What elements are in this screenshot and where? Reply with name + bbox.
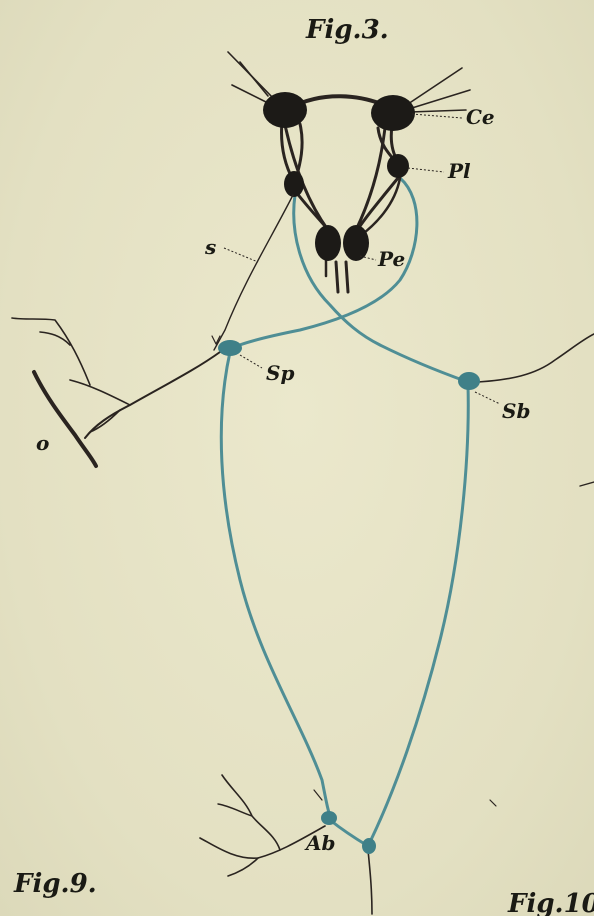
left-pedal-ganglion <box>315 225 341 261</box>
fig10-fragment <box>580 482 594 486</box>
subintestinal-ganglion <box>458 372 480 390</box>
visceral-nerve-loop <box>221 178 468 846</box>
leader-s <box>224 248 258 262</box>
leader-sb <box>475 392 500 404</box>
abdominal-nerves <box>200 775 496 914</box>
figure-10-title: Fig.10 <box>507 889 594 916</box>
right-pleural-ganglion <box>387 154 409 178</box>
supraintestinal-ganglion <box>218 340 242 356</box>
figure-3-title: Fig.3. <box>305 15 389 45</box>
left-cerebral-ganglion <box>263 92 307 128</box>
right-cerebral-ganglion <box>371 95 415 131</box>
label-pl: Pl <box>447 159 471 183</box>
label-pe: Pe <box>377 247 405 271</box>
leader-sp <box>240 355 262 368</box>
label-sp: Sp <box>266 361 294 385</box>
label-ab: Ab <box>304 831 336 855</box>
osphradial-nerve <box>12 195 293 466</box>
label-ce: Ce <box>466 105 495 129</box>
figure-9-title: Fig.9. <box>13 869 97 899</box>
abdominal-ganglion-right <box>362 838 376 854</box>
left-pleural-ganglion <box>284 171 304 197</box>
leader-pl <box>408 168 444 172</box>
label-s: s <box>204 235 216 259</box>
right-pedal-ganglion <box>343 225 369 261</box>
label-o: o <box>36 431 49 455</box>
label-sb: Sb <box>502 399 530 423</box>
subintestinal-nerve <box>478 334 594 382</box>
leader-ce <box>412 114 462 118</box>
abdominal-ganglion-left <box>321 811 337 825</box>
cerebral-complex <box>228 52 470 292</box>
